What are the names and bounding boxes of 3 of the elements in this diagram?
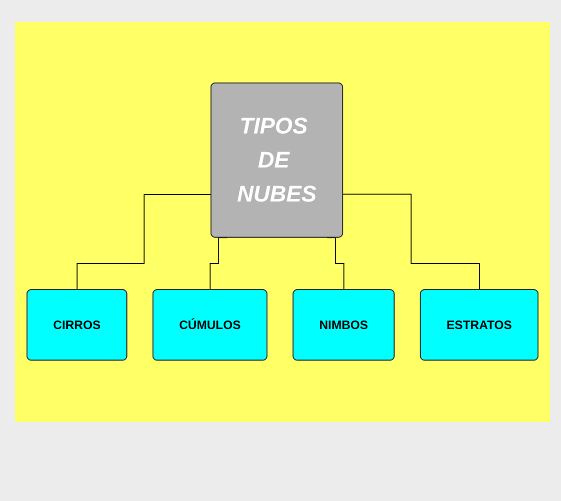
diagram-background: TIPOS DE NUBES CIRROS CÚMULOS NIMBOS ESTRATOS bbox=[15, 22, 550, 422]
connector bbox=[342, 194, 480, 291]
connector bbox=[76, 194, 212, 291]
